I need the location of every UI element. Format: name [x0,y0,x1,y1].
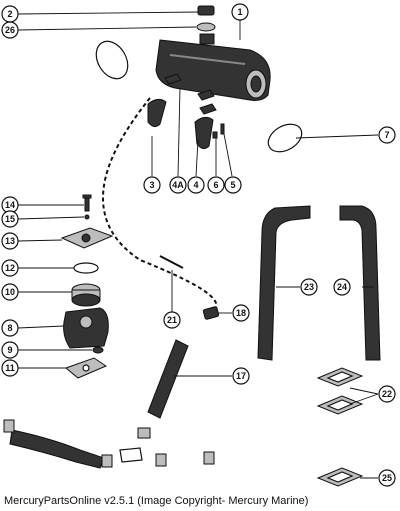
svg-text:7: 7 [384,130,389,140]
svg-text:13: 13 [5,236,15,246]
svg-text:14: 14 [5,200,15,210]
svg-text:8: 8 [7,323,12,333]
plug [92,346,104,354]
svg-text:15: 15 [5,214,15,224]
lower-hose [9,429,105,469]
callout-21: 21 [163,311,181,329]
callout-10: 10 [1,283,19,301]
callout-7: 7 [378,126,396,144]
pump-cover [60,227,114,249]
callout-23: 23 [300,278,318,296]
o-ring [73,262,99,274]
svg-text:9: 9 [7,345,12,355]
svg-text:24: 24 [337,282,347,292]
callout-6: 6 [207,176,225,194]
water-hose-path [102,97,218,313]
svg-text:21: 21 [167,315,177,325]
screw [82,194,92,212]
svg-text:25: 25 [382,473,392,483]
callout-25: 25 [378,469,396,487]
svg-text:5: 5 [230,180,235,190]
callout-9: 9 [1,341,19,359]
callout-4: 4 [187,176,205,194]
lower-fittings [3,419,215,468]
callout-11: 11 [1,359,19,377]
svg-text:4: 4 [193,180,198,190]
exhaust-gaskets [316,367,364,415]
cap [197,5,215,16]
callout-13: 13 [1,232,19,250]
single-gasket [316,467,364,487]
svg-text:11: 11 [5,363,15,373]
svg-text:18: 18 [236,308,246,318]
pump-gasket [65,357,108,379]
svg-text:2: 2 [7,9,12,19]
exhaust-manifold [155,33,271,101]
callout-5: 5 [224,176,242,194]
washer [84,214,90,220]
callout-2: 2 [1,5,19,23]
svg-text:26: 26 [5,25,15,35]
hose-clamp-left [95,40,129,80]
svg-text:12: 12 [5,263,15,273]
svg-text:10: 10 [5,287,15,297]
exhaust-elbow-hose-left [257,205,311,361]
callout-3: 3 [143,176,161,194]
callout-1: 1 [231,3,249,21]
wire-tie [159,255,184,269]
impeller-liner [71,283,101,307]
svg-text:17: 17 [236,371,246,381]
callout-12: 12 [1,259,19,277]
callout-4A: 4A [169,176,187,194]
hose-fitting [202,306,220,320]
callout-15: 15 [1,210,19,228]
leader-lines [17,11,379,479]
callout-8: 8 [1,319,19,337]
svg-text:1: 1 [237,7,242,17]
svg-text:3: 3 [149,180,154,190]
hose-clamp-right [267,123,303,153]
callout-24: 24 [333,278,351,296]
callout-18: 18 [232,304,250,322]
cap-gasket [196,22,216,32]
exhaust-elbow-hose-right [339,205,381,361]
callout-22: 22 [378,385,396,403]
svg-text:22: 22 [382,389,392,399]
callout-17: 17 [232,367,250,385]
svg-text:23: 23 [304,282,314,292]
block-off-plates [147,73,225,150]
water-hose [147,339,189,419]
svg-text:4A: 4A [172,180,184,190]
callout-26: 26 [1,21,19,39]
svg-text:6: 6 [213,180,218,190]
pump-body [63,307,109,349]
copyright-footer: MercuryPartsOnline v2.5.1 (Image Copyrig… [4,495,309,507]
